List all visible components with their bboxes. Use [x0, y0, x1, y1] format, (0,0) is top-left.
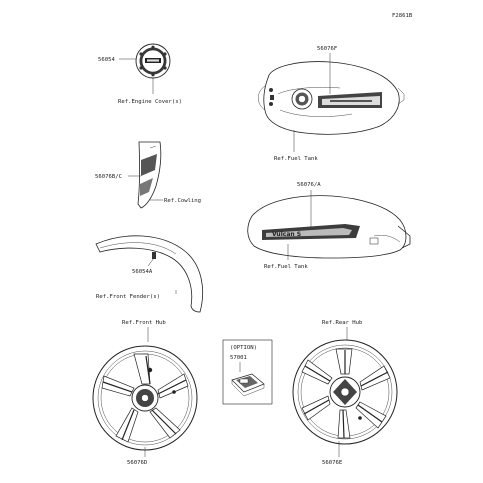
ref-fuel-tank-1: Ref.Fuel Tank [274, 156, 318, 162]
front-wheel [92, 345, 198, 451]
fuel-tank-top-view [258, 61, 405, 135]
part-number-56054: 56054 [98, 57, 115, 63]
front-fender [95, 235, 203, 313]
part-number-56054A: 56054A [132, 269, 153, 275]
ref-fuel-tank-2: Ref.Fuel Tank [264, 264, 308, 270]
option-box: (OPTION) 57001 [222, 339, 273, 405]
ref-front-hub: Ref.Front Hub [122, 320, 166, 326]
part-number-56076E: 56076E [322, 460, 343, 466]
vulcan-logo-decal: Vulcan S [272, 231, 301, 238]
ref-cowling: Ref.Cowling [164, 198, 201, 204]
ref-engine-cover: Ref.Engine Cover(s) [118, 99, 182, 105]
part-number-56076F: 56076F [317, 46, 338, 52]
ref-rear-hub: Ref.Rear Hub [322, 320, 363, 326]
engine-cover-emblem [135, 43, 171, 79]
cowling-decal [137, 141, 162, 209]
part-number-56076D: 56076D [127, 460, 148, 466]
ref-front-fender: Ref.Front Fender(s) [96, 294, 160, 300]
part-number-56076A: 56076/A [297, 182, 321, 188]
option-label: (OPTION) [230, 345, 257, 351]
part-number-56076BC: 56076B/C [95, 174, 122, 180]
part-number-57001: 57001 [230, 355, 247, 361]
figure-code: F2861B [392, 13, 413, 19]
fuel-tank-side-view: Vulcan S [247, 195, 411, 259]
rear-wheel [292, 339, 398, 445]
lever-tool [231, 373, 265, 397]
